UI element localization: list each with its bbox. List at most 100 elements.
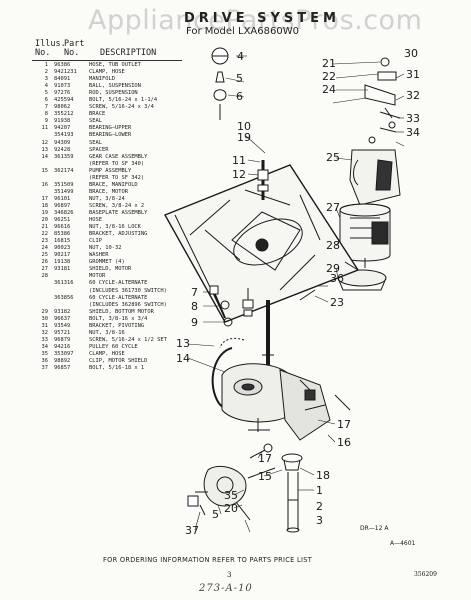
callout-label: 9 [191,316,198,329]
part-description: GROMMET (4) [89,259,125,266]
callout-label: 5 [212,508,219,521]
page-title: DRIVE SYSTEM [184,11,340,26]
illus-number: 15 [41,167,49,174]
illus-number: 7 [44,104,48,111]
illus-number: 23 [41,238,49,245]
header-rule [32,60,182,61]
col-header-illus: Illus. [35,39,66,49]
callout-label: 2 [316,500,323,513]
pivot-bracket-assembly [364,57,401,144]
callout-label: 10 [237,120,251,133]
part-number: 97276 [54,90,71,97]
callout-label: 28 [326,239,340,252]
callout-label: 34 [406,126,420,139]
part-description: SCREW, 3/8-24 x 2 [89,202,145,209]
part-description: 60 CYCLE-ALTERNATE [89,294,148,301]
part-description: CLAMP, HOSE [89,350,125,357]
callout-label: 33 [406,112,420,125]
callout-label: 17 [337,418,351,431]
suspension-rod-assembly [211,47,229,120]
illus-number: 29 [41,308,49,315]
figure-code: A—4601 [390,540,416,547]
part-number: 363856 [54,294,74,301]
illus-number: 35 [41,350,49,357]
callout-label: 4 [237,50,244,63]
motor-shield [349,149,401,206]
part-description: ROD, SUSPENSION [89,90,138,97]
part-description: HOSE, TUB OUTLET [89,62,141,68]
callout-label: 31 [406,68,420,81]
part-description: CLAMP, HOSE [89,69,125,76]
illus-number: 9 [44,118,48,125]
part-description: SHIELD, MOTOR [89,266,132,273]
part-number: 9421231 [54,69,77,76]
parts-row: 363856 60 CYCLE-ALTERNATE [32,295,232,302]
part-number: 96897 [54,202,71,209]
part-number: 98892 [54,357,71,364]
illus-number: 3 [44,76,48,83]
callout-label: 17 [258,452,272,465]
callout-label: 16 [337,436,351,449]
part-number: 98062 [54,104,71,111]
page-subtitle: For Model LXA6860W0 [186,26,299,37]
main-shaft [262,300,274,370]
part-description: SCREW, 5/16-24 x 3/4 [89,104,154,111]
part-number: 93182 [54,308,71,315]
part-number: 91938 [54,118,71,125]
callout-label: 20 [224,502,238,515]
part-number: 92428 [54,146,71,153]
illus-number: 36 [41,357,49,364]
part-description: BEARING—UPPER [89,125,132,132]
callout-labels: 3021222431324561019333425111227282936789… [176,47,420,537]
illus-number: 14 [41,153,49,160]
part-description: (INCLUDES 361730 SWITCH) [89,287,167,294]
col-header-no2: No. [64,48,80,58]
part-number: 361359 [54,153,74,160]
handwritten-note: 273-A-10 [199,583,253,594]
illus-number: 25 [41,252,49,259]
part-number: 96386 [54,62,71,68]
parts-row: (INCLUDES 362896 SWITCH) [32,302,232,309]
callout-label: 15 [258,470,272,483]
part-number: 361316 [54,280,74,287]
illus-number: 34 [41,343,49,350]
figure-ref: DR—12 A [360,525,389,532]
part-number: 94309 [54,139,71,146]
part-number: 90023 [54,245,71,252]
callout-label: 23 [330,296,344,309]
illus-number: 4 [44,83,48,90]
callout-label: 18 [316,469,330,482]
illus-number: 32 [41,329,49,336]
part-number: 351509 [54,181,74,188]
callout-label: 29 [326,262,340,275]
part-description: SEAL [89,139,102,146]
part-description: BEARING—LOWER [89,132,132,139]
parts-row: 7 98062 SCREW, 5/16-24 x 3/4 [32,104,232,111]
part-description: MANIFOLD [89,76,115,83]
illus-number: 11 [41,125,49,132]
part-description: NUT, 3/8-16 [89,329,125,336]
part-number: 96101 [54,195,71,202]
part-description: SPACER [89,146,109,153]
part-number: 96637 [54,315,71,322]
gear-case-assembly [221,363,351,441]
part-description: GEAR CASE ASSEMBLY [89,153,148,160]
illus-number: 5 [44,90,48,97]
part-number: 425594 [54,97,74,104]
illus-number: 2 [44,69,48,76]
